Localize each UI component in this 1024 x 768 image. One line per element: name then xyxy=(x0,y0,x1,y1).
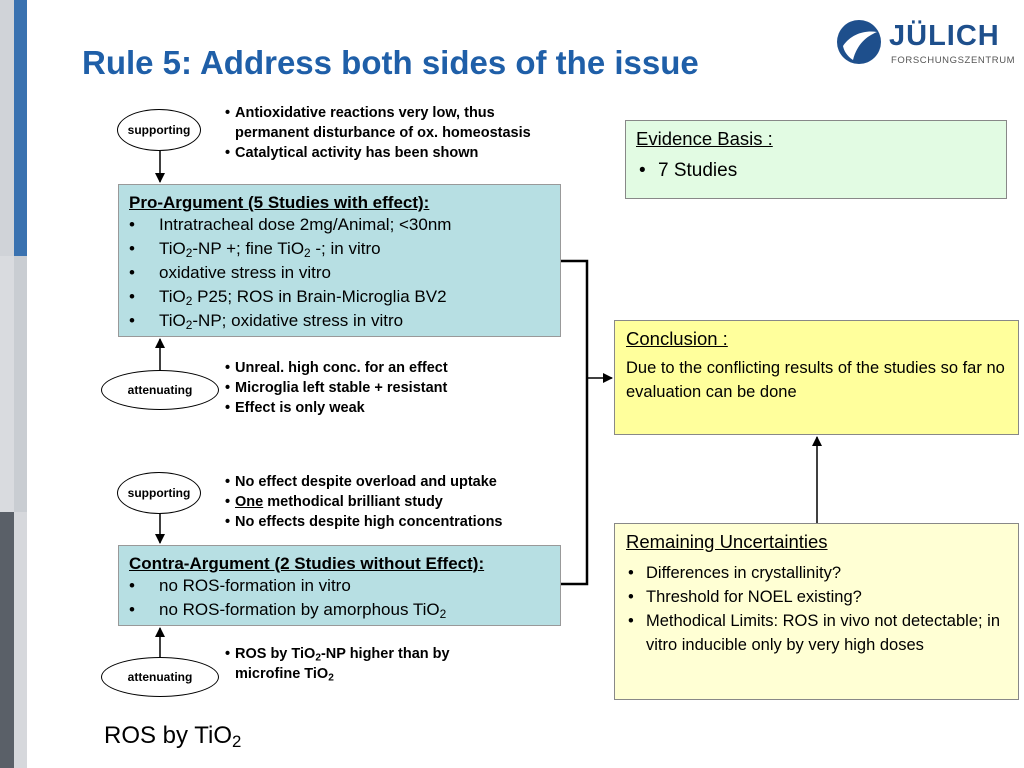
contra-supporting-points: No effect despite overload and uptake On… xyxy=(225,472,503,532)
contra-supporting-ellipse: supporting xyxy=(117,472,201,514)
contra-attenuating-label: attenuating xyxy=(127,670,193,684)
pro-argument-list: Intratracheal dose 2mg/Animal; <30nm TiO… xyxy=(129,213,550,333)
julich-logo: JÜLICH FORSCHUNGSZENTRUM xyxy=(835,14,1015,74)
contra-argument-box: Contra-Argument (2 Studies without Effec… xyxy=(118,545,561,626)
uncertainty-item: Threshold for NOEL existing? xyxy=(626,585,1007,609)
pro-item: oxidative stress in vitro xyxy=(129,261,550,285)
pro-support-point-continued: permanent disturbance of ox. homeostasis xyxy=(235,125,531,141)
conclusion-text: Due to the conflicting results of the st… xyxy=(626,359,1005,401)
pro-attenuating-label: attenuating xyxy=(127,383,193,397)
left-bar-accent-blue xyxy=(14,0,27,256)
pro-argument-heading: Pro-Argument (5 Studies with effect): xyxy=(129,193,430,212)
contra-item: no ROS-formation in vitro xyxy=(129,574,550,598)
left-bar-bottom xyxy=(0,512,14,768)
contra-attenuate-point: ROS by TiO2-NP higher than by xyxy=(225,644,450,664)
uncertainties-list: Differences in crystallinity? Threshold … xyxy=(626,561,1007,657)
contra-support-point: No effect despite overload and uptake xyxy=(225,472,503,492)
pro-attenuating-ellipse: attenuating xyxy=(101,370,219,410)
evidence-item: •7 Studies xyxy=(639,160,738,181)
pro-attenuate-point: Effect is only weak xyxy=(225,398,448,418)
slide-title: Rule 5: Address both sides of the issue xyxy=(82,44,699,81)
conclusion-box: Conclusion : Due to the conflicting resu… xyxy=(614,320,1019,435)
footer-caption: ROS by TiO2 xyxy=(104,722,242,752)
contra-argument-list: no ROS-formation in vitro no ROS-formati… xyxy=(129,574,550,622)
left-bar-middle xyxy=(0,256,14,512)
contra-attenuating-ellipse: attenuating xyxy=(101,657,219,697)
conclusion-heading: Conclusion : xyxy=(626,328,728,349)
evidence-heading: Evidence Basis : xyxy=(636,128,773,149)
contra-support-point: One methodical brilliant study xyxy=(225,492,503,512)
pro-support-point: Catalytical activity has been shown xyxy=(225,143,531,163)
uncertainty-item: Differences in crystallinity? xyxy=(626,561,1007,585)
pro-attenuate-point: Microglia left stable + resistant xyxy=(225,378,448,398)
contra-item: no ROS-formation by amorphous TiO2 xyxy=(129,598,550,622)
contra-argument-heading: Contra-Argument (2 Studies without Effec… xyxy=(129,554,485,573)
evidence-basis-box: Evidence Basis : •7 Studies xyxy=(625,120,1007,199)
pro-supporting-ellipse: supporting xyxy=(117,109,201,151)
pro-item: TiO2 P25; ROS in Brain-Microglia BV2 xyxy=(129,285,550,309)
contra-support-emphasis: One xyxy=(235,494,264,510)
uncertainty-item: Methodical Limits: ROS in vivo not detec… xyxy=(626,609,1007,657)
contra-support-point: No effects despite high concentrations xyxy=(225,512,503,532)
julich-logo-icon xyxy=(837,20,881,64)
left-bar-accent-light xyxy=(14,512,27,768)
contra-attenuate-point-continued: microfine TiO2 xyxy=(235,666,334,684)
pro-argument-box: Pro-Argument (5 Studies with effect): In… xyxy=(118,184,561,337)
logo-subtitle: FORSCHUNGSZENTRUM xyxy=(891,55,1016,66)
contra-attenuating-points: ROS by TiO2-NP higher than by microfine … xyxy=(225,644,450,684)
left-bar-top xyxy=(0,0,14,256)
uncertainties-box: Remaining Uncertainties Differences in c… xyxy=(614,523,1019,700)
left-bar-accent-grey xyxy=(14,256,27,512)
pro-attenuate-point: Unreal. high conc. for an effect xyxy=(225,358,448,378)
pro-attenuating-points: Unreal. high conc. for an effect Microgl… xyxy=(225,358,448,418)
pro-support-point: Antioxidative reactions very low, thus xyxy=(225,103,531,123)
pro-supporting-points: Antioxidative reactions very low, thus p… xyxy=(225,103,531,163)
uncertainties-heading: Remaining Uncertainties xyxy=(626,531,828,552)
pro-item: TiO2-NP +; fine TiO2 -; in vitro xyxy=(129,237,550,261)
pro-item: TiO2-NP; oxidative stress in vitro xyxy=(129,309,550,333)
pro-supporting-label: supporting xyxy=(127,123,191,137)
pro-item: Intratracheal dose 2mg/Animal; <30nm xyxy=(129,213,550,237)
contra-supporting-label: supporting xyxy=(127,486,191,500)
bracket-line xyxy=(561,259,589,586)
logo-wordmark: JÜLICH xyxy=(889,20,1000,52)
